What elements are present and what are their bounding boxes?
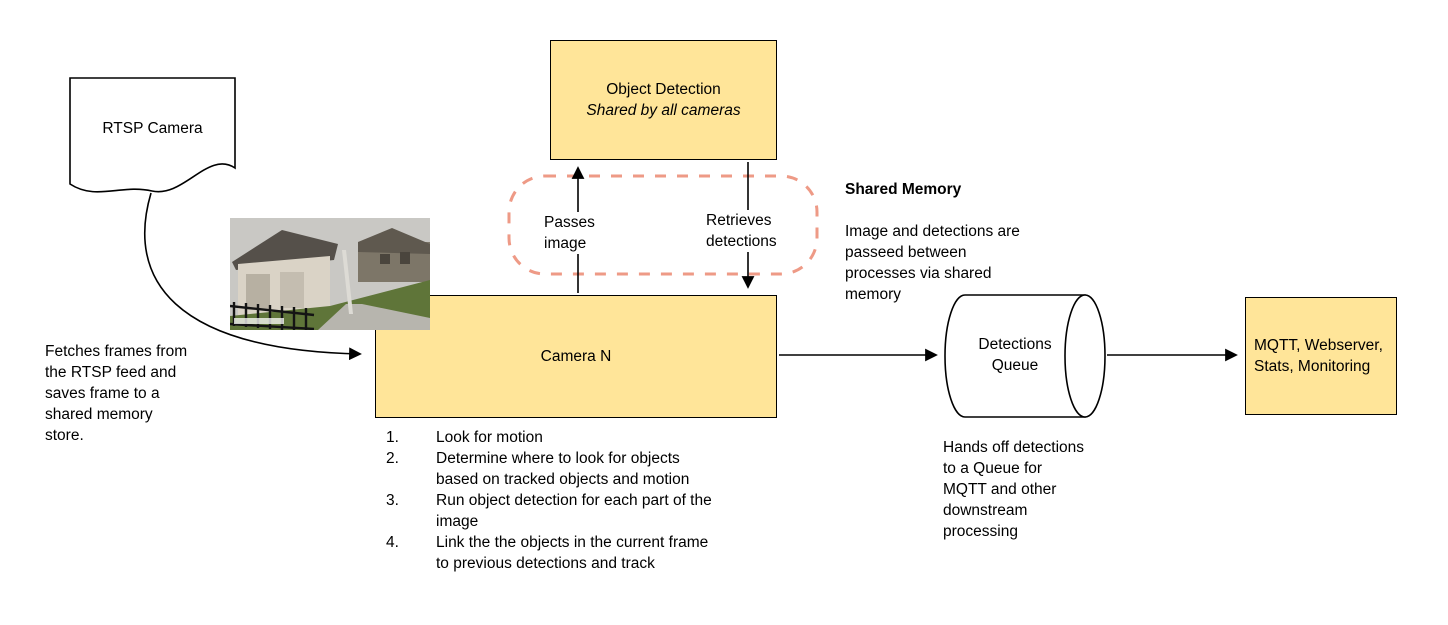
rtsp-camera-label: RTSP Camera bbox=[102, 120, 203, 137]
camera-n-box: Camera N bbox=[375, 295, 777, 418]
object-detection-subtitle: Shared by all cameras bbox=[586, 102, 741, 119]
camera-step-1-text: Look for motion bbox=[436, 429, 543, 446]
snapshot-window-1 bbox=[380, 254, 390, 264]
detections-queue-label: Detections Queue bbox=[978, 336, 1052, 374]
camera-step-4-text: Link the the objects in the current fram… bbox=[436, 534, 709, 572]
mqtt-webserver-label: MQTT, Webserver, Stats, Monitoring bbox=[1254, 337, 1383, 375]
snapshot-background-roof bbox=[358, 228, 430, 254]
fetch-frames-note: Fetches frames from the RTSP feed and sa… bbox=[45, 343, 188, 444]
camera-snapshot-scene bbox=[229, 218, 430, 331]
shared-memory-note-body: Image and detections are passeed between… bbox=[845, 223, 1020, 303]
snapshot-garage-door-2 bbox=[280, 272, 304, 308]
shared-memory-note: Shared Memory Image and detections are p… bbox=[845, 158, 1070, 326]
retrieves-detections-label: Retrieves detections bbox=[703, 210, 780, 252]
camera-step-2-number: 2. bbox=[386, 450, 399, 467]
snapshot-window-2 bbox=[400, 252, 410, 264]
snapshot-timestamp-overlay bbox=[234, 318, 284, 324]
camera-step-4-number: 4. bbox=[386, 534, 399, 551]
shared-memory-note-title: Shared Memory bbox=[845, 181, 962, 198]
camera-step-3-number: 3. bbox=[386, 492, 399, 509]
queue-handoff-note: Hands off detections to a Queue for MQTT… bbox=[943, 439, 1085, 540]
camera-step-2-text: Determine where to look for objects base… bbox=[436, 450, 690, 488]
camera-step-2: 2. Determine where to look for objects b… bbox=[380, 448, 820, 490]
camera-step-3-text: Run object detection for each part of th… bbox=[436, 492, 712, 530]
camera-step-1-number: 1. bbox=[386, 429, 399, 446]
camera-n-label: Camera N bbox=[540, 348, 612, 365]
camera-snapshot-image bbox=[229, 218, 430, 331]
passes-image-label: Passes image bbox=[541, 212, 598, 254]
camera-steps-list: 1. Look for motion 2. Determine where to… bbox=[380, 427, 820, 574]
camera-step-4: 4. Link the the objects in the current f… bbox=[380, 532, 820, 574]
object-detection-box: Object Detection Shared by all cameras bbox=[550, 40, 777, 160]
mqtt-webserver-box: MQTT, Webserver, Stats, Monitoring bbox=[1245, 297, 1397, 415]
camera-step-1: 1. Look for motion bbox=[380, 427, 820, 448]
camera-step-3: 3. Run object detection for each part of… bbox=[380, 490, 820, 532]
object-detection-title: Object Detection bbox=[606, 81, 721, 98]
